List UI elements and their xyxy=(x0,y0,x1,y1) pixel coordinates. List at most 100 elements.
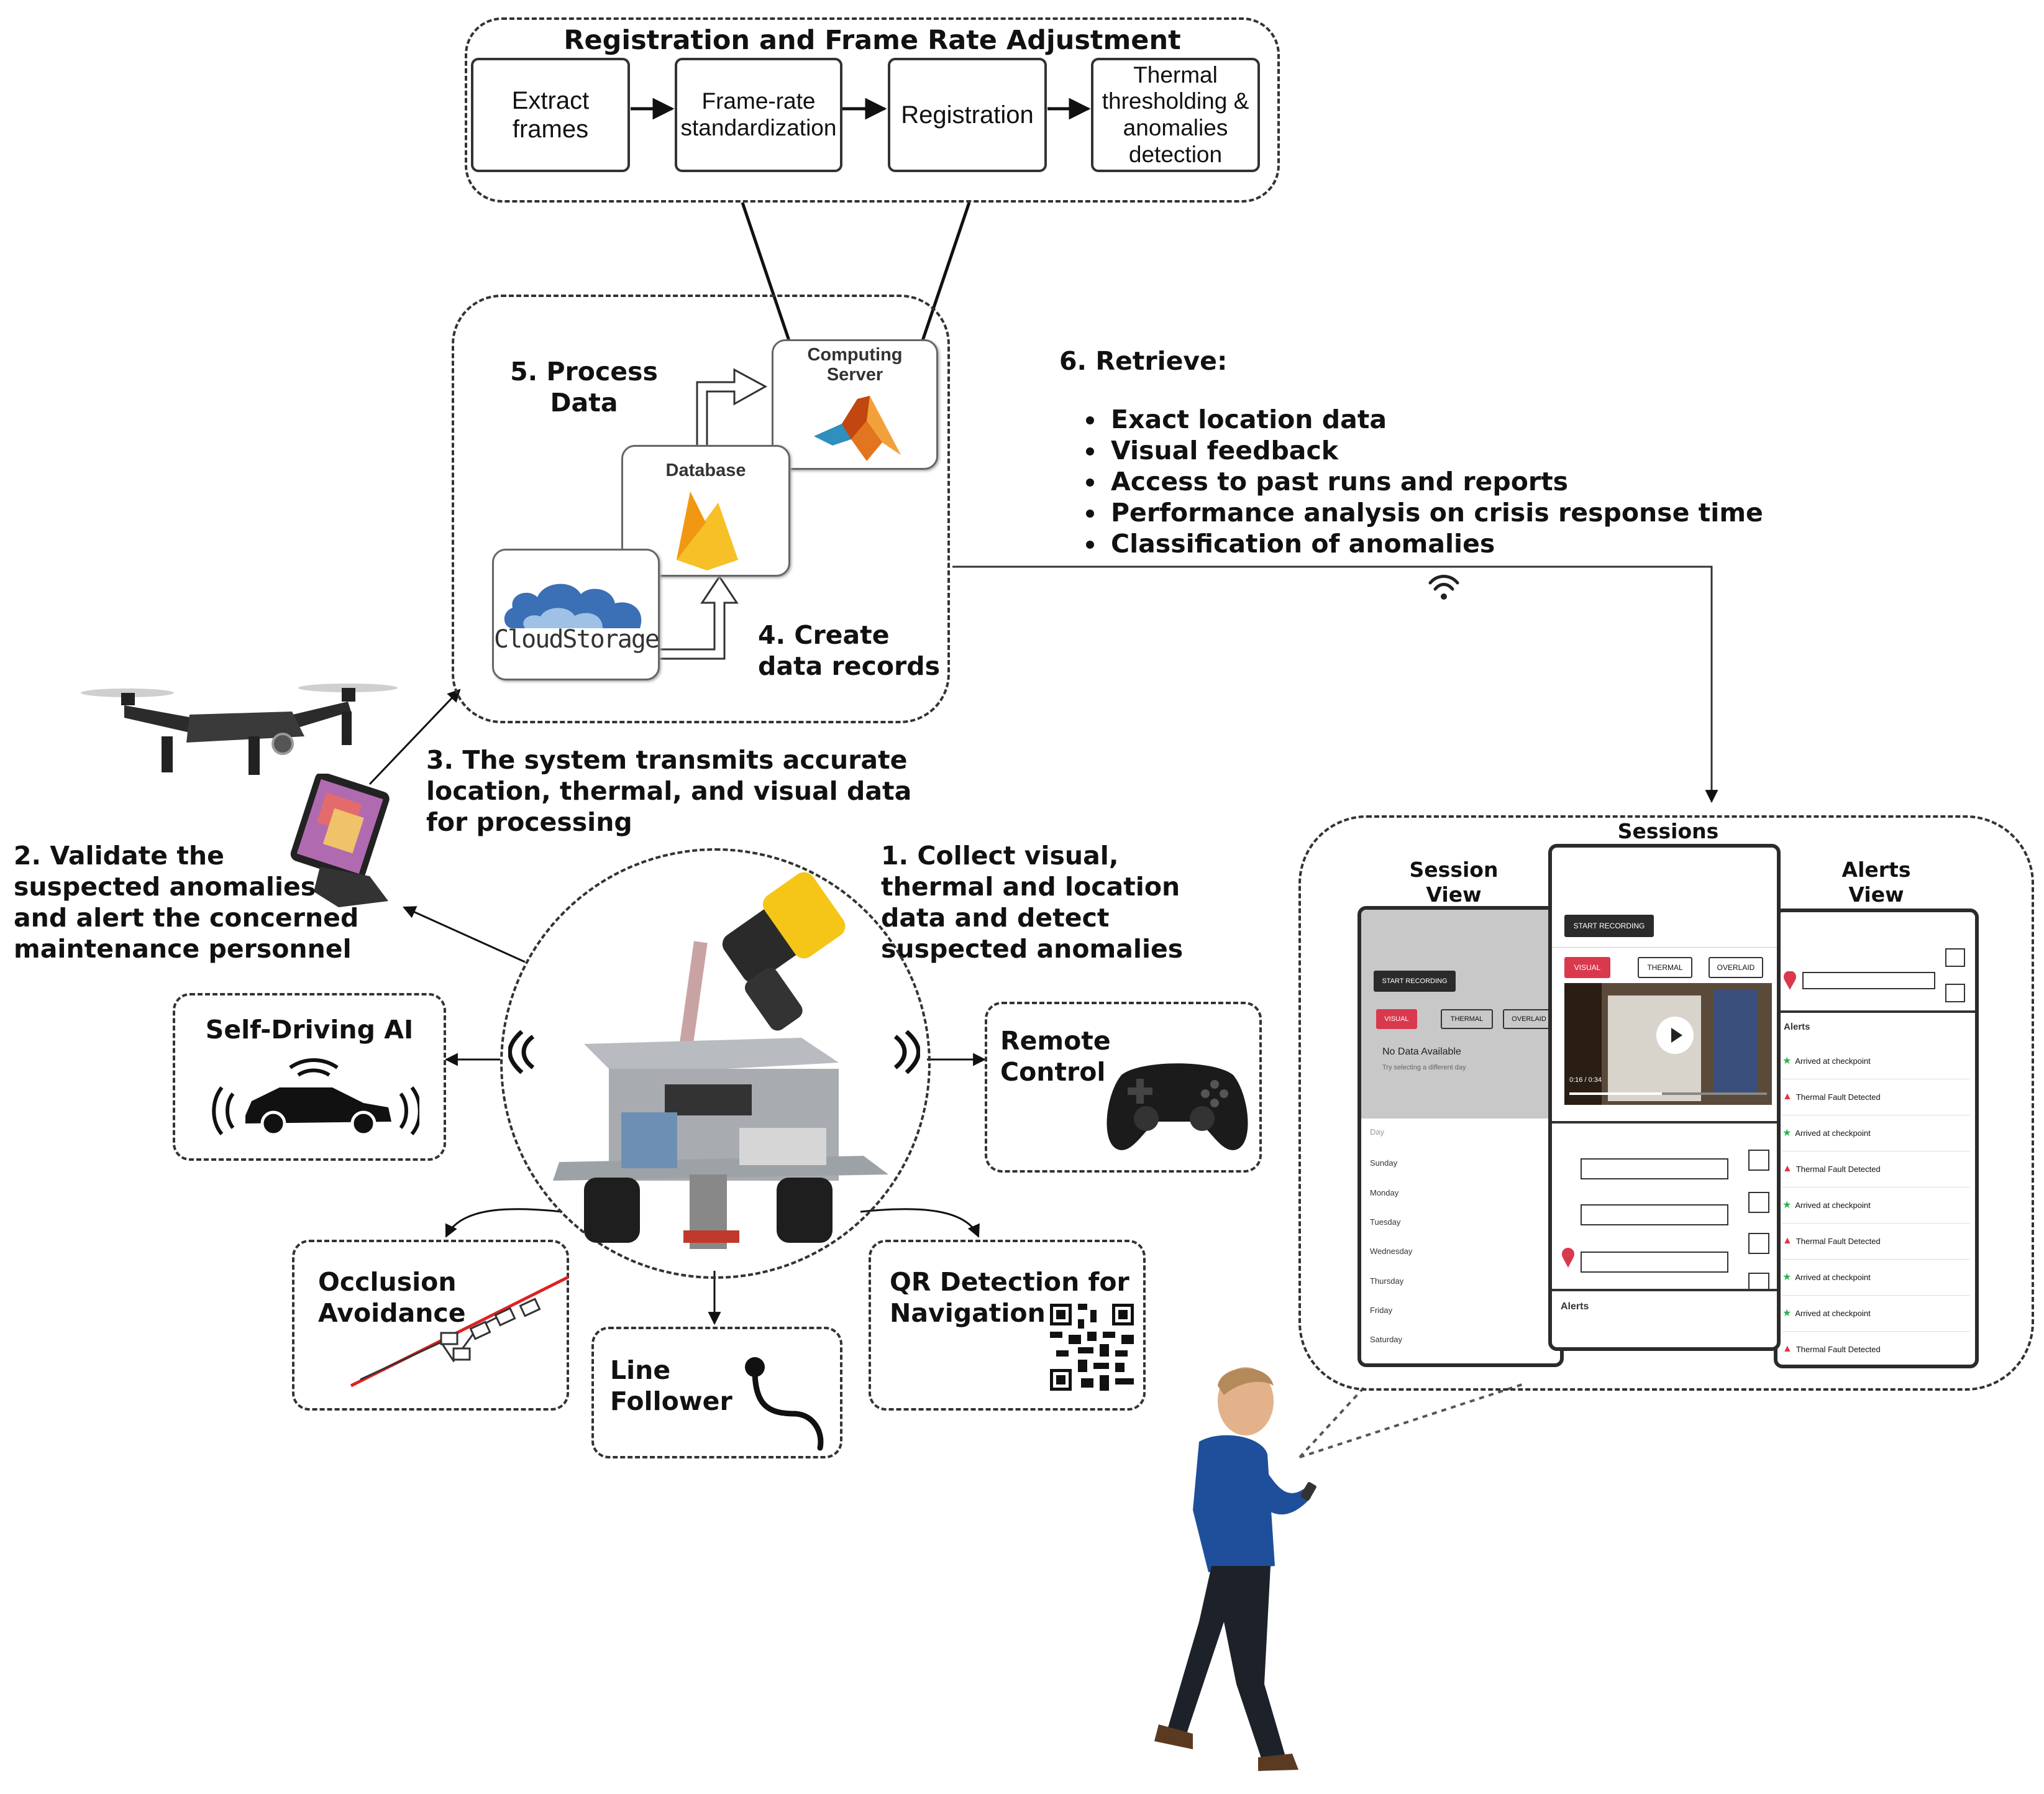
line-follower-box xyxy=(591,1327,842,1458)
floor-map xyxy=(1552,1121,1777,1291)
no-data-text: No Data Available xyxy=(1382,1046,1461,1057)
alert-row[interactable]: ★Arrived at checkpoint xyxy=(1782,1187,1970,1224)
retrieve-item: Performance analysis on crisis response … xyxy=(1106,497,1851,528)
cloud-storage-box: CloudStorage xyxy=(492,549,660,680)
sessions-alerts-label: Alerts xyxy=(1561,1301,1589,1312)
step4-label: 4. Create data records xyxy=(758,620,941,681)
day-item[interactable]: Saturday xyxy=(1370,1335,1403,1344)
wifi-icon xyxy=(1428,575,1459,600)
person-with-phone-image xyxy=(1154,1367,1316,1771)
alerts-view-title: Alerts View xyxy=(1841,858,1911,907)
retrieve-list: Exact location data Visual feedback Acce… xyxy=(1081,404,1851,559)
alert-text: Thermal Fault Detected xyxy=(1795,1164,1881,1174)
drone-image xyxy=(81,684,398,775)
step3-label: 3. The system transmits accurate locatio… xyxy=(426,745,912,837)
database-label: Database xyxy=(665,460,746,480)
self-driving-label: Self-Driving AI xyxy=(205,1015,414,1045)
sessions-start-recording-button[interactable]: START RECORDING xyxy=(1564,915,1654,937)
no-data-hint: Try selecting a different day xyxy=(1382,1064,1466,1071)
sessions-title: Sessions xyxy=(1617,819,1719,843)
occlusion-avoidance-box xyxy=(292,1240,569,1411)
remote-control-label: Remote Control xyxy=(1000,1026,1111,1087)
thermal-tablet-image xyxy=(290,774,390,907)
day-item[interactable]: Friday xyxy=(1370,1306,1393,1315)
star-icon: ★ xyxy=(1782,1200,1792,1210)
alert-row[interactable]: ★Arrived at checkpoint xyxy=(1782,1115,1970,1151)
signal-left-icon xyxy=(508,1030,535,1074)
qr-code-icon xyxy=(1050,1304,1134,1391)
pipeline-step-extract-frames: Extract frames xyxy=(471,58,630,172)
computing-server-label: Computing Server xyxy=(807,345,903,385)
sessions-tab-visual[interactable]: VISUAL xyxy=(1564,957,1610,978)
pipeline-step-thermal-detection: Thermal thresholding & anomalies detecti… xyxy=(1091,58,1260,172)
alerts-view-phone: Alerts ★Arrived at checkpoint▲Thermal Fa… xyxy=(1774,908,1979,1368)
play-button-icon[interactable] xyxy=(1656,1017,1694,1054)
retrieve-connector xyxy=(952,565,1718,803)
alert-row[interactable]: ★Arrived at checkpoint xyxy=(1782,1259,1970,1296)
pipeline-server-link-left xyxy=(741,202,791,341)
star-icon: ★ xyxy=(1782,1128,1792,1138)
matlab-logo-icon xyxy=(814,396,901,461)
cloud-icon xyxy=(504,584,642,628)
alert-row[interactable]: ★Arrived at checkpoint xyxy=(1782,1295,1970,1332)
retrieve-title: 6. Retrieve: xyxy=(1059,346,1228,376)
robot-tablet-arrow xyxy=(403,906,526,963)
tab-thermal[interactable]: THERMAL xyxy=(1441,1009,1493,1029)
retrieve-item: Access to past runs and reports xyxy=(1106,466,1851,497)
alert-row[interactable]: ▲Thermal Fault Detected xyxy=(1782,1079,1970,1115)
sessions-tab-thermal[interactable]: THERMAL xyxy=(1638,957,1692,978)
start-recording-button[interactable]: START RECORDING xyxy=(1374,971,1456,992)
play-icon xyxy=(1671,1028,1682,1043)
alert-text: Thermal Fault Detected xyxy=(1795,1236,1881,1246)
alert-text: Thermal Fault Detected xyxy=(1795,1344,1881,1354)
alert-text: Arrived at checkpoint xyxy=(1795,1308,1871,1318)
day-item[interactable]: Sunday xyxy=(1370,1158,1398,1168)
video-time: 0:16 / 0:34 xyxy=(1569,1076,1602,1084)
retrieve-item: Classification of anomalies xyxy=(1106,528,1851,559)
alert-row[interactable]: ▲Thermal Fault Detected xyxy=(1782,1223,1970,1260)
day-item[interactable]: Thursday xyxy=(1370,1276,1404,1286)
alert-row[interactable]: ★Arrived at checkpoint xyxy=(1782,1043,1970,1079)
pipeline-title: Registration and Frame Rate Adjustment xyxy=(563,25,1181,56)
pipeline-step-registration: Registration xyxy=(888,58,1047,172)
alert-text: Arrived at checkpoint xyxy=(1795,1056,1871,1066)
map-pin-icon xyxy=(1562,1248,1574,1268)
robot-qr-arrow xyxy=(860,1208,980,1238)
occlusion-avoidance-label: Occlusion Avoidance xyxy=(318,1267,466,1328)
tab-visual[interactable]: VISUAL xyxy=(1376,1009,1417,1029)
robot-circle xyxy=(500,848,931,1279)
remote-control-box xyxy=(985,1002,1262,1173)
database-box: Database xyxy=(621,445,790,577)
alert-row[interactable]: ▲Thermal Fault Detected xyxy=(1782,1151,1970,1188)
tab-overlaid[interactable]: OVERLAID xyxy=(1503,1009,1555,1029)
sessions-phone: START RECORDING VISUAL THERMAL OVERLAID … xyxy=(1548,844,1781,1351)
step5-label: 5. Process Data xyxy=(510,357,658,418)
day-item[interactable]: Monday xyxy=(1370,1188,1399,1197)
bell-icon: ▲ xyxy=(1782,1091,1792,1102)
qr-detection-box xyxy=(869,1240,1146,1411)
line-follower-path-icon xyxy=(745,1357,824,1451)
session-view-phone: START RECORDING VISUAL THERMAL OVERLAID … xyxy=(1357,906,1564,1367)
self-driving-box xyxy=(173,993,446,1161)
bell-icon: ▲ xyxy=(1782,1163,1792,1174)
day-item[interactable]: Tuesday xyxy=(1370,1217,1401,1227)
day-item[interactable]: Wednesday xyxy=(1370,1247,1413,1256)
video-player[interactable]: 0:16 / 0:34 xyxy=(1564,983,1772,1105)
session-view-title: Session View xyxy=(1409,858,1499,907)
cloud-to-database-arrow xyxy=(657,575,739,660)
alerts-map-strip xyxy=(1777,912,1975,1013)
sessions-tab-overlaid[interactable]: OVERLAID xyxy=(1709,957,1763,978)
pipeline-container xyxy=(465,17,1280,203)
retrieve-item: Visual feedback xyxy=(1106,435,1851,466)
star-icon: ★ xyxy=(1782,1056,1792,1066)
day-list-header: Day xyxy=(1370,1127,1385,1137)
qr-detection-label: QR Detection for Navigation xyxy=(890,1267,1129,1328)
robot-image xyxy=(553,872,888,1249)
pipeline-step-frame-rate: Frame-rate standardization xyxy=(675,58,842,172)
alert-text: Arrived at checkpoint xyxy=(1795,1272,1871,1282)
video-progress-bar[interactable] xyxy=(1569,1092,1767,1095)
firebase-logo-icon xyxy=(677,492,738,570)
line-follower-label: Line Follower xyxy=(610,1355,732,1416)
alert-row[interactable]: ▲Thermal Fault Detected xyxy=(1782,1331,1970,1365)
robot-occlusion-arrow xyxy=(445,1208,563,1238)
